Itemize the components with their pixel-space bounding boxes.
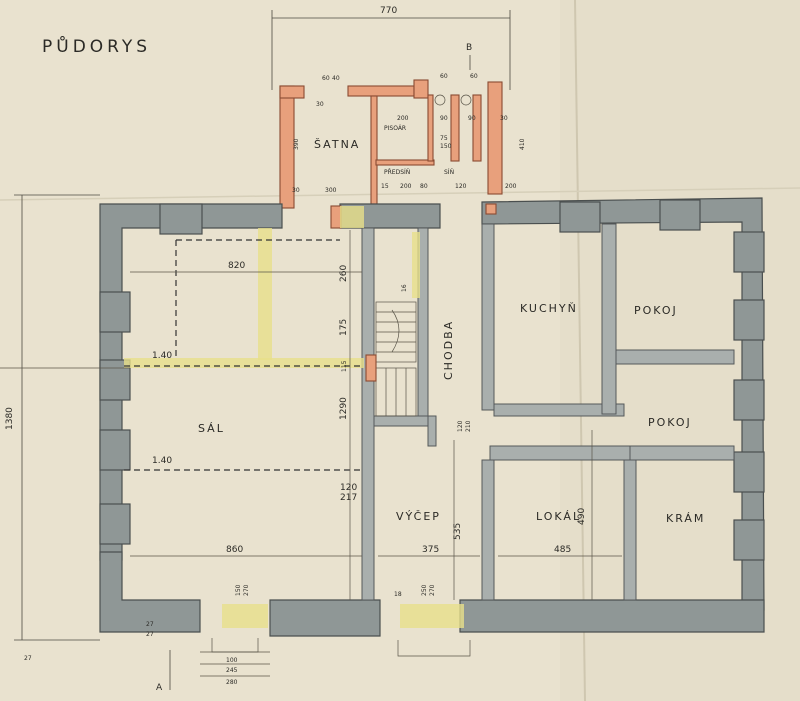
annex-wall-inner-1 xyxy=(370,95,378,205)
annex-wall-top-left xyxy=(279,85,305,99)
room-kuchyn: KUCHYŇ xyxy=(520,302,578,315)
room-predsin: PŘEDSÍŇ xyxy=(384,168,410,176)
dim-150: 150 xyxy=(235,584,242,596)
room-sal: SÁL xyxy=(198,422,225,435)
room-pisoar: PISOÁR xyxy=(384,125,406,132)
dim-245: 245 xyxy=(226,667,238,674)
dim-16: 16 xyxy=(401,284,408,292)
dim-270a: 270 xyxy=(243,584,250,596)
room-vycep: VÝČEP xyxy=(396,510,441,523)
dim-18: 18 xyxy=(394,591,402,598)
section-b-top: B xyxy=(466,43,472,53)
annex-wall-right xyxy=(487,81,503,195)
dim-200b: 200 xyxy=(400,183,412,190)
outer-walls xyxy=(99,197,765,637)
dim-lokal-depth: 490 xyxy=(577,508,587,525)
dim-75: 75 xyxy=(440,135,448,142)
dimension-numbers: 820 860 1290 375 535 485 490 260 175 16 … xyxy=(24,261,587,686)
yellow-infill xyxy=(124,206,464,628)
annex-wall-top-right xyxy=(413,79,429,99)
fixture-circle-2 xyxy=(460,94,472,106)
room-kram: KRÁM xyxy=(666,512,705,525)
room-lokal: LOKÁL xyxy=(536,510,581,523)
dim-100: 100 xyxy=(226,657,238,664)
dim-115: 115 xyxy=(341,360,348,372)
dim-200c: 200 xyxy=(505,183,517,190)
dim-sal-width: 860 xyxy=(226,545,243,555)
dim-410: 410 xyxy=(519,138,526,150)
section-a-bottom: A xyxy=(156,683,163,693)
dim-120c: 120 xyxy=(455,183,467,190)
annex-wall-inner-2 xyxy=(375,159,435,166)
dim-sal-depth: 1290 xyxy=(339,397,349,420)
dim-300: 300 xyxy=(325,187,337,194)
dim-lokal-width: 485 xyxy=(554,545,571,555)
dim-210: 210 xyxy=(465,420,472,432)
dim-30b: 30 xyxy=(316,101,324,108)
dim-217: 217 xyxy=(340,493,357,503)
dim-top-width: 770 xyxy=(380,6,397,16)
dim-27c: 27 xyxy=(24,655,32,662)
dim-175: 175 xyxy=(339,319,349,336)
dim-140b: 1.40 xyxy=(152,456,172,466)
annex-wall-mid-post xyxy=(450,94,460,162)
dim-120a: 120 xyxy=(340,483,357,493)
dim-sal-upper: 820 xyxy=(228,261,245,271)
dim-40: 40 xyxy=(332,75,340,82)
dim-30c: 30 xyxy=(500,115,508,122)
room-pokoj-2: POKOJ xyxy=(648,416,692,429)
room-satna: ŠATNA xyxy=(314,138,360,151)
dashed-lines xyxy=(124,239,362,471)
dim-60b: 60 xyxy=(440,73,448,80)
dim-120b: 120 xyxy=(457,420,464,432)
fixture-circle-1 xyxy=(434,94,446,106)
plan-title: PŮDORYS xyxy=(42,35,151,57)
dim-280: 280 xyxy=(226,679,238,686)
dim-left-height: 1380 xyxy=(5,407,15,430)
dim-27a: 27 xyxy=(146,621,154,628)
dim-260: 260 xyxy=(339,265,349,282)
dim-150b: 150 xyxy=(440,143,452,150)
dim-90a: 90 xyxy=(440,115,448,122)
paper-fold-horizontal xyxy=(0,187,800,201)
dim-200a: 200 xyxy=(397,115,409,122)
dim-140a: 1.40 xyxy=(152,351,172,361)
room-pokoj-1: POKOJ xyxy=(634,304,678,317)
dim-30a: 30 xyxy=(292,187,300,194)
dim-vycep-width: 375 xyxy=(422,545,439,555)
annex-wall-top-mid xyxy=(347,85,415,97)
dim-15: 15 xyxy=(381,183,389,190)
dim-390: 390 xyxy=(293,138,300,150)
dim-80: 80 xyxy=(420,183,428,190)
room-sin: SÍŇ xyxy=(444,169,454,176)
paper-fold-vertical xyxy=(574,0,586,701)
dim-27b: 27 xyxy=(146,631,154,638)
annex-wall-pisoar-div xyxy=(427,94,434,162)
room-chodba: CHODBA xyxy=(442,320,455,380)
dim-vycep-depth: 535 xyxy=(453,523,463,540)
annex-wall-mid-post2 xyxy=(472,94,482,162)
room-labels: SÁL CHODBA KUCHYŇ POKOJ POKOJ VÝČEP LOKÁ… xyxy=(198,302,705,525)
annex: 60 40 60 60 30 300 390 30 200 90 90 30 4… xyxy=(156,43,526,693)
dim-250: 250 xyxy=(421,584,428,596)
dim-90b: 90 xyxy=(468,115,476,122)
top-dimension: 770 xyxy=(271,6,511,90)
dimension-lines xyxy=(0,230,622,677)
interior-walls xyxy=(330,203,735,601)
left-dimension: 1380 xyxy=(5,194,100,641)
dim-270b: 270 xyxy=(429,584,436,596)
dim-60a: 60 xyxy=(322,75,330,82)
dim-60c: 60 xyxy=(470,73,478,80)
